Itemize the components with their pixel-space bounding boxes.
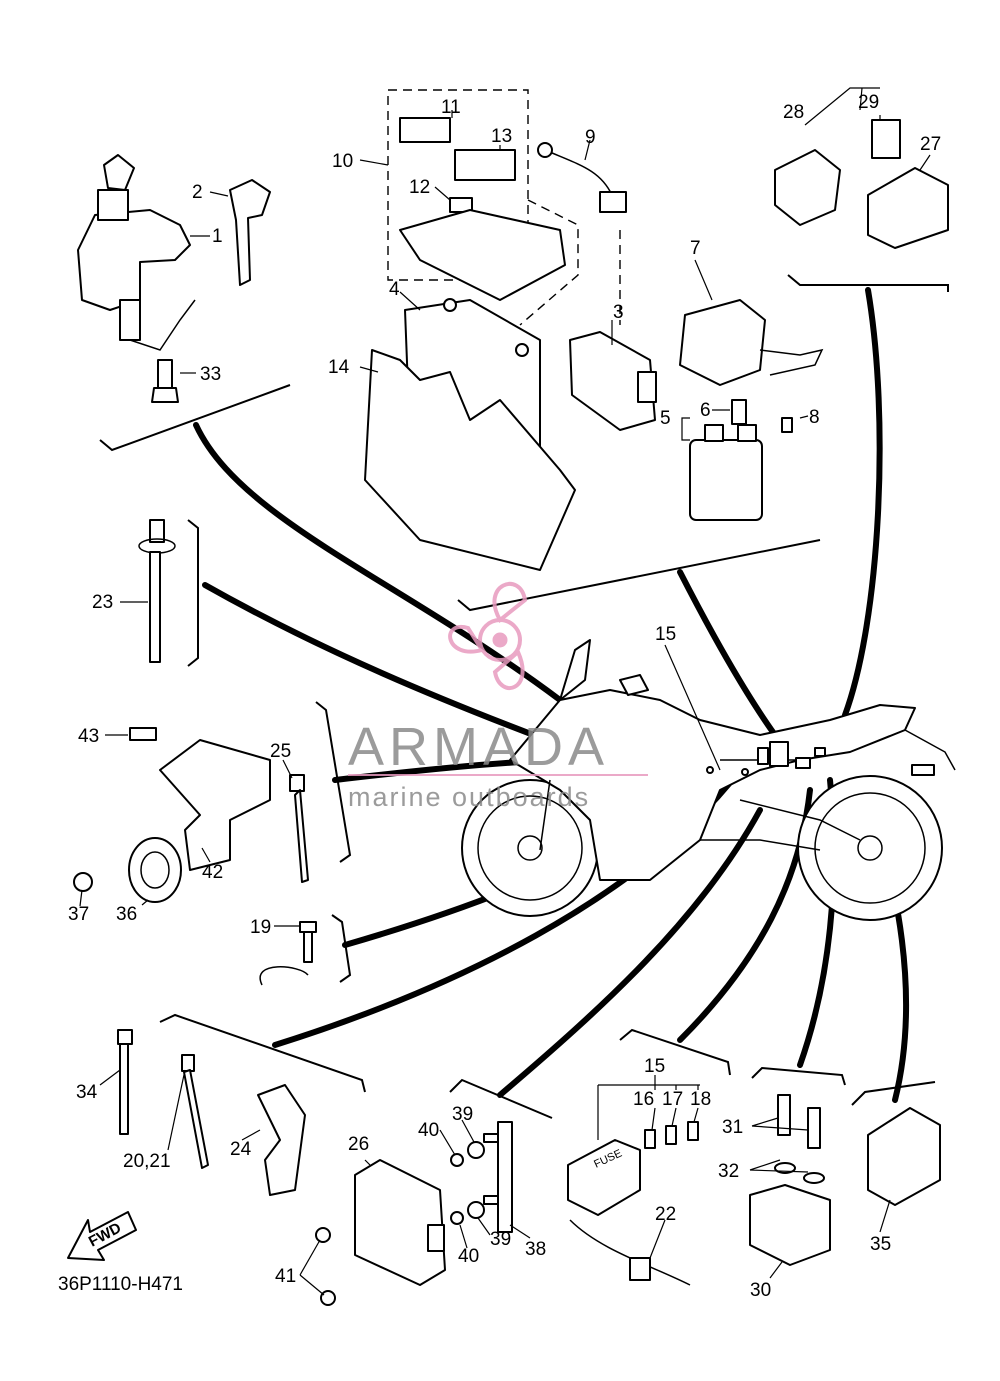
part-starter-relay — [689, 399, 793, 521]
callout-9: 9 — [585, 127, 596, 148]
callout-36: 36 — [116, 904, 137, 925]
callout-7: 7 — [690, 238, 701, 259]
callout-18: 18 — [690, 1089, 711, 1110]
callout-33: 33 — [200, 364, 221, 385]
leader-lines — [79, 87, 931, 1296]
callout-39-upper: 39 — [452, 1104, 473, 1125]
part-fuse-box: FUSE — [567, 1121, 699, 1286]
callout-19: 19 — [250, 917, 271, 938]
callout-41: 41 — [275, 1266, 296, 1287]
callout-42: 42 — [202, 862, 223, 883]
callout-34: 34 — [76, 1082, 98, 1103]
part-key — [229, 179, 271, 286]
callout-22: 22 — [655, 1204, 676, 1225]
callout-5: 5 — [660, 408, 671, 429]
callout-40-upper: 40 — [418, 1120, 439, 1141]
watermark-tagline: marine outboards — [348, 782, 590, 812]
callout-40-lower: 40 — [458, 1246, 479, 1267]
part-holder-24 — [257, 1084, 306, 1196]
callout-15-lower: 15 — [644, 1056, 665, 1077]
part-cable-tie-23 — [138, 519, 176, 663]
part-lead-9 — [537, 142, 627, 213]
callout-24: 24 — [230, 1139, 252, 1160]
fwd-arrow-icon: FWD — [67, 1211, 137, 1261]
callout-16: 16 — [633, 1089, 654, 1110]
callout-8: 8 — [809, 407, 820, 428]
connection-wires — [193, 287, 910, 1103]
part-relay-35 — [867, 1107, 941, 1206]
callout-23: 23 — [92, 592, 113, 613]
callout-12: 12 — [409, 177, 430, 198]
diagram-code: 36P1110-H471 — [58, 1274, 183, 1295]
callout-15-upper: 15 — [655, 624, 676, 645]
callout-43: 43 — [78, 726, 99, 747]
callout-38: 38 — [525, 1239, 546, 1260]
callout-27: 27 — [920, 134, 941, 155]
part-coupler-28 — [774, 149, 841, 226]
callout-20-21: 20,21 — [123, 1151, 171, 1172]
watermark: ARMADA marine outboards — [348, 581, 648, 812]
callout-1: 1 — [212, 226, 223, 247]
callout-37: 37 — [68, 904, 89, 925]
part-band-2021 — [181, 1054, 209, 1169]
part-relay-27 — [867, 167, 949, 249]
callout-39-lower: 39 — [490, 1229, 511, 1250]
callout-2: 2 — [192, 182, 203, 203]
motorcycle-outline — [461, 639, 956, 921]
part-main-switch — [77, 154, 196, 351]
callout-11: 11 — [441, 97, 461, 118]
callout-28: 28 — [783, 102, 804, 123]
callout-4: 4 — [389, 279, 400, 300]
part-clamp-25 — [289, 774, 309, 883]
callout-13: 13 — [491, 126, 512, 147]
callout-35: 35 — [870, 1234, 891, 1255]
callout-labels: 1 2 3 4 5 6 7 8 9 10 11 12 13 14 15 15 1… — [68, 92, 941, 1301]
callout-17: 17 — [662, 1089, 683, 1110]
part-fuse-29 — [871, 119, 901, 159]
part-relay-30 — [749, 1094, 831, 1266]
callout-32: 32 — [718, 1161, 739, 1182]
callout-14: 14 — [328, 357, 350, 378]
part-relay-3 — [569, 331, 657, 431]
part-bolt-33 — [151, 359, 179, 403]
part-rectifier-26 — [315, 1121, 513, 1306]
callout-26: 26 — [348, 1134, 369, 1155]
callout-25: 25 — [270, 741, 291, 762]
propeller-logo-icon — [448, 581, 528, 690]
part-cable-tie-34 — [117, 1029, 133, 1135]
callout-10: 10 — [332, 151, 353, 172]
part-cover-7 — [679, 299, 824, 386]
part-bolt-19 — [259, 921, 317, 986]
callout-3: 3 — [613, 302, 624, 323]
callout-29: 29 — [858, 92, 879, 113]
part-horn-assembly — [73, 727, 271, 903]
watermark-brand: ARMADA — [348, 717, 609, 777]
group-brackets — [99, 89, 949, 1119]
callout-6: 6 — [700, 400, 711, 421]
callout-31: 31 — [722, 1117, 743, 1138]
part-battery-group — [364, 117, 576, 571]
callout-30: 30 — [750, 1280, 771, 1301]
